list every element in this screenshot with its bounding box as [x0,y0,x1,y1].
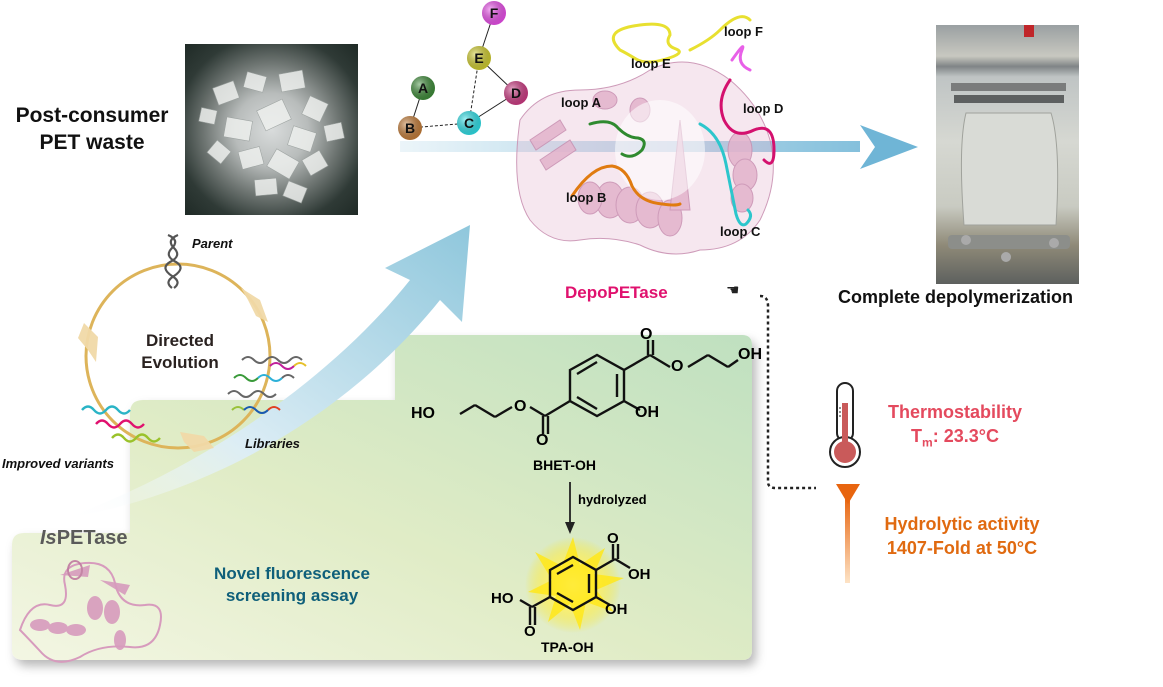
depopetase-label: DepoPETase [565,283,668,302]
bhet-ho-left: HO [411,405,435,422]
hydrolyzed-label: hydrolyzed [578,492,647,507]
tpa-oh-name: TPA-OH [541,639,594,655]
hydrolytic-activity-title: Hydrolytic activity [884,514,1040,534]
loop-a-label: loop A [561,95,601,110]
loop-b-trace [570,164,682,207]
tm-value: : 23.3°C [932,426,999,446]
reactor-photo [936,25,1079,284]
pet-waste-label: Post-consumer PET waste [0,102,184,156]
network-node-f: F [482,1,506,25]
network-node-label: F [490,5,499,21]
tpa-oh-ring: OH [605,601,628,618]
bhet-oh-right: OH [738,346,762,363]
loop-f-trace [730,45,752,72]
loop-e-trace [611,15,752,64]
activity-arrowhead [836,484,860,504]
improved-variants-dna-icon [81,405,161,443]
pet-flakes [198,69,345,204]
tm-symbol: T [911,426,923,446]
bhet-o-top: O [640,326,653,343]
improved-variants-label: Improved variants [2,456,114,471]
directed-evolution-title: Directed Evolution [110,330,250,374]
activity-bar [845,497,850,583]
dotted-connector [759,294,816,490]
thermostability-block: Thermostability Tm: 23.3°C [870,400,1040,455]
parent-label: Parent [192,236,233,251]
ispetase-suffix: PETase [56,527,128,549]
tpa-o-top: O [607,530,619,547]
assay-title-line2: screening assay [225,586,359,605]
libraries-label: Libraries [245,436,300,451]
complete-depolymerization-label: Complete depolymerization [838,287,1074,307]
loop-f-label: loop F [724,24,763,39]
thermostability-title: Thermostability [887,402,1023,422]
network-node-label: A [418,80,428,96]
loop-e-label: loop E [631,56,671,71]
thermostability-value: Tm: 23.3°C [870,424,1040,455]
directed-evolution-line2: Evolution [141,353,219,372]
tpa-oh-molecule [519,544,631,625]
network-node-label: E [474,50,483,66]
tpa-ho-left: HO [491,590,514,607]
tpa-oh-right: OH [628,566,651,583]
loop-c-label: loop C [720,224,761,239]
library-dna-icon [227,356,307,414]
pointing-hand-icon: ☚ [726,282,740,299]
network-node-e: E [467,46,491,70]
pet-waste-label-line1: Post-consumer [15,104,169,127]
loop-a-trace [588,120,646,158]
hydrolytic-activity-block: Hydrolytic activity 1407-Fold at 50°C [862,512,1062,560]
assay-title: Novel fluorescence screening assay [192,563,392,607]
bhet-o-bottom: O [536,432,549,449]
ispetase-label: IsPETase [40,527,127,550]
network-node-label: B [405,120,415,136]
network-node-b: B [398,116,422,140]
bhet-o-ester-left: O [514,398,527,415]
network-node-d: D [504,81,528,105]
tpa-o-bottom: O [524,623,536,640]
tm-subscript: m [922,435,933,450]
fluorescence-star-icon [528,537,624,630]
active-site-surface [615,100,705,200]
cycle-chevron-icon [78,288,268,452]
pet-waste-photo [185,44,358,215]
bhet-oh-name: BHET-OH [533,457,596,473]
directed-evolution-line1: Directed [145,331,215,350]
reactor-vessel [948,25,1070,262]
network-node-a: A [411,76,435,100]
bhet-o-ester-right: O [671,358,684,375]
parent-dna-icon [164,233,182,289]
pet-waste-label-line2: PET waste [39,131,145,154]
loop-b-label: loop B [566,190,607,205]
bhet-oh-ring: OH [635,404,659,421]
loop-d-label: loop D [743,101,784,116]
hydrolytic-activity-value: 1407-Fold at 50°C [886,538,1038,558]
network-node-label: C [464,115,474,131]
network-node-label: D [511,85,521,101]
bhet-oh-molecule [459,340,739,434]
network-node-c: C [457,111,481,135]
ispetase-italic-prefix: Is [40,527,57,549]
progress-arrow [60,225,470,520]
assay-title-line1: Novel fluorescence [214,564,370,583]
loop-c-trace [698,122,753,227]
loop-d-trace [719,78,776,165]
